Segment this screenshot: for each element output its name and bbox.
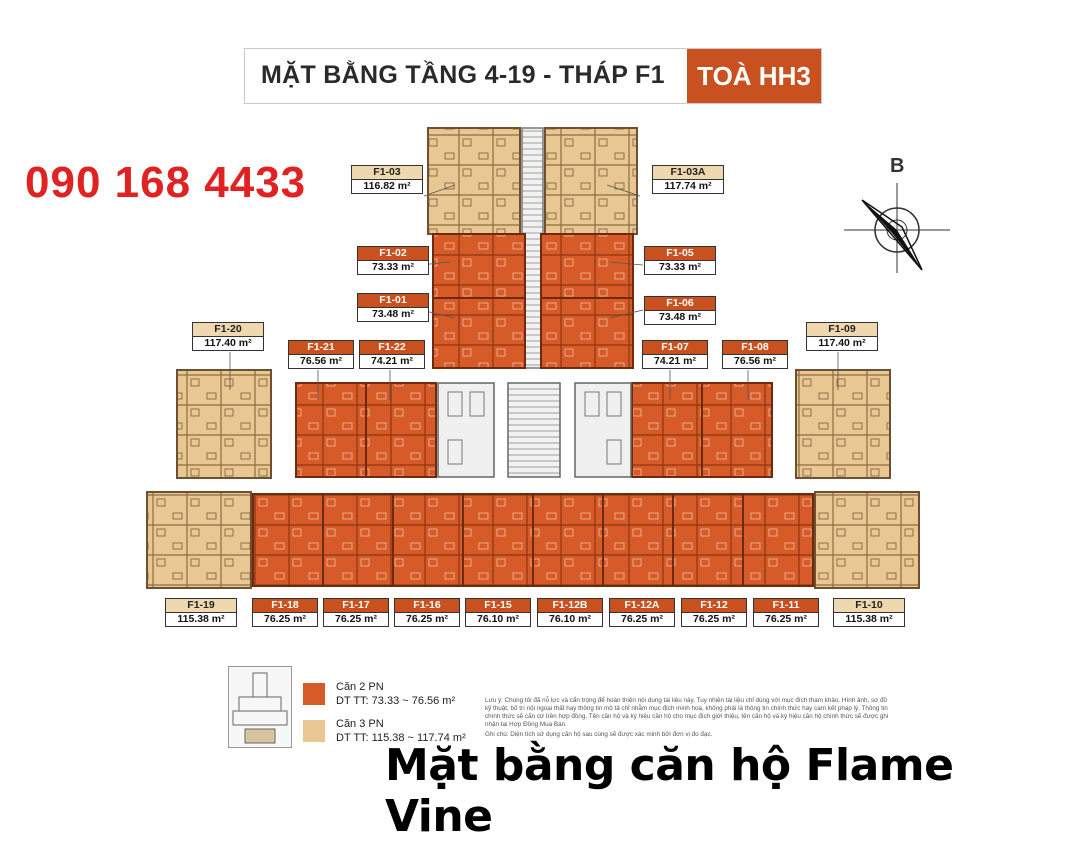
phone-number[interactable]: 090 168 4433 xyxy=(25,158,307,207)
tower-badge: TOÀ HH3 xyxy=(687,49,821,103)
legend-2pn-range: DT TT: 73.33 ~ 76.56 m² xyxy=(336,695,456,707)
core-center xyxy=(507,382,561,478)
unit-F1-17-block xyxy=(322,493,394,587)
unit-F1-20-block xyxy=(176,369,272,479)
unit-F1-16-block xyxy=(392,493,464,587)
unit-F1-03-block xyxy=(427,127,521,235)
unit-F1-19-block xyxy=(146,491,252,589)
unit-F1-18-block xyxy=(252,493,324,587)
title-box: MẶT BẰNG TẦNG 4-19 - THÁP F1 TOÀ HH3 xyxy=(244,48,822,104)
north-compass-icon: B xyxy=(842,155,952,275)
unit-F1-12-block xyxy=(672,493,744,587)
unit-F1-06-block xyxy=(540,297,634,369)
unit-F1-10-block xyxy=(814,491,920,589)
unit-F1-12A-block xyxy=(602,493,674,587)
unit-F1-05-block xyxy=(540,233,634,299)
page-title: MẶT BẰNG TẦNG 4-19 - THÁP F1 xyxy=(261,61,665,89)
core-left xyxy=(437,382,495,478)
legend-swatch-3pn xyxy=(303,720,325,742)
footer-caption: Mặt bằng căn hộ Flame Vine xyxy=(385,740,954,842)
legend-3pn-range: DT TT: 115.38 ~ 117.74 m² xyxy=(336,732,466,744)
core-right xyxy=(574,382,632,478)
unit-F1-09-block xyxy=(795,369,891,479)
unit-F1-22-block xyxy=(365,382,437,478)
disclaimer-note: Lưu ý: Chúng tôi đã nỗ lực và cẩn trọng … xyxy=(485,697,895,739)
unit-F1-07-block xyxy=(631,382,703,478)
floor-plan xyxy=(146,127,920,589)
legend-3pn-name: Căn 3 PN xyxy=(336,718,384,730)
unit-F1-01-block xyxy=(432,297,526,369)
key-plan-thumbnail xyxy=(228,666,292,748)
unit-F1-12B-block xyxy=(532,493,604,587)
unit-F1-02-block xyxy=(432,233,526,299)
unit-F1-03A-block xyxy=(544,127,638,235)
note-luu-y: Lưu ý: Chúng tôi đã nỗ lực và cẩn trọng … xyxy=(485,697,889,728)
legend-2pn-name: Căn 2 PN xyxy=(336,681,384,693)
unit-F1-08-block xyxy=(701,382,773,478)
unit-F1-15-block xyxy=(462,493,534,587)
note-ghi-chu: Ghi chú: Diện tích sử dụng căn hộ sau cù… xyxy=(485,731,713,738)
legend-swatch-2pn xyxy=(303,683,325,705)
unit-F1-11-block xyxy=(742,493,814,587)
compass-label: B xyxy=(890,155,905,177)
unit-F1-21-block xyxy=(295,382,367,478)
